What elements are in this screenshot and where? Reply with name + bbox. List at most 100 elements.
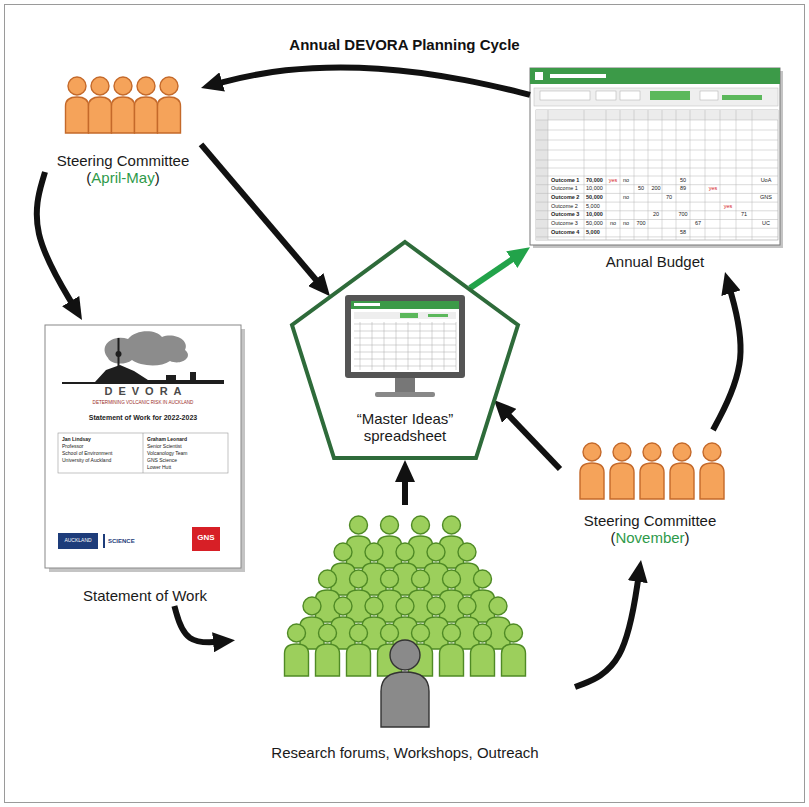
table-cell: no bbox=[623, 178, 629, 184]
table-cell: yes bbox=[724, 204, 733, 210]
table-cell: Outcome 3 bbox=[551, 221, 578, 227]
budget-sheet bbox=[530, 68, 783, 248]
logo-text: AUCKLAND bbox=[64, 538, 91, 543]
monitor-icon bbox=[345, 295, 465, 397]
table-cell: 70 bbox=[666, 195, 672, 201]
cycle-arrow bbox=[174, 606, 225, 642]
table-cell: 50,000 bbox=[586, 221, 603, 227]
frame bbox=[5, 5, 805, 803]
research-forums: Research forums, Workshops, Outreach bbox=[235, 505, 575, 765]
table-cell: 50,000 bbox=[586, 195, 603, 201]
table-cell: 71 bbox=[741, 212, 747, 218]
cycle-arrow bbox=[713, 282, 741, 430]
person-icon bbox=[440, 624, 464, 676]
logo-text: GNS bbox=[197, 534, 214, 542]
person-icon bbox=[378, 570, 402, 622]
person-icon bbox=[424, 597, 448, 649]
person-icon bbox=[112, 77, 135, 133]
text-part: ) bbox=[155, 169, 160, 186]
person-icon bbox=[378, 516, 402, 568]
node-label: Steering Committee (November) bbox=[575, 512, 725, 546]
table-cell: GNS bbox=[760, 195, 772, 201]
node-label: Statement of Work bbox=[83, 587, 207, 604]
table-cell: yes bbox=[609, 178, 618, 184]
document-text: Professor bbox=[62, 444, 83, 449]
node-label: Research forums, Workshops, Outreach bbox=[271, 744, 538, 761]
person-icon bbox=[347, 570, 371, 622]
cycle-arrow bbox=[470, 253, 522, 288]
cycle-arrow bbox=[211, 68, 530, 95]
person-icon bbox=[331, 543, 355, 595]
document-text: Lower Hutt bbox=[147, 465, 171, 470]
document-text: DETERMINING VOLCANIC RISK IN AUCKLAND bbox=[93, 401, 194, 406]
person-icon bbox=[700, 443, 724, 499]
table-cell: Outcome 3 bbox=[551, 212, 579, 218]
document-text: Statement of Work for 2022-2023 bbox=[89, 414, 197, 421]
annual-budget: Annual Budget bbox=[530, 66, 780, 272]
person-icon bbox=[502, 624, 526, 676]
person-icon bbox=[670, 443, 694, 499]
table-cell: 700 bbox=[678, 212, 687, 218]
table-cell: 5,000 bbox=[586, 230, 600, 236]
person-icon bbox=[381, 640, 429, 727]
document-text: University of Auckland bbox=[62, 458, 111, 463]
table-cell: 50 bbox=[638, 186, 644, 192]
table-cell: no bbox=[610, 221, 616, 227]
person-icon bbox=[440, 516, 464, 568]
table-cell: Outcome 4 bbox=[551, 230, 579, 236]
table-cell: yes bbox=[709, 186, 718, 192]
person-icon bbox=[347, 516, 371, 568]
person-icon bbox=[362, 543, 386, 595]
table-cell: 58 bbox=[680, 230, 686, 236]
person-icon bbox=[89, 77, 112, 133]
table-cell: Outcome 2 bbox=[551, 204, 578, 210]
person-icon bbox=[486, 597, 510, 649]
person-icon bbox=[455, 543, 479, 595]
person-icon bbox=[409, 516, 433, 568]
document-text: Jan Lindsay bbox=[62, 437, 91, 442]
person-icon bbox=[424, 543, 448, 595]
cycle-arrow bbox=[402, 470, 408, 505]
diagram-title: Annual DEVORA Planning Cycle bbox=[0, 36, 809, 53]
table-cell: 70,000 bbox=[586, 178, 603, 184]
steering-committee: Steering Committee (April-May) bbox=[45, 70, 201, 190]
document-text: Volcanology Team bbox=[147, 451, 188, 456]
table-cell: UoA bbox=[761, 178, 772, 184]
table-cell: 89 bbox=[680, 186, 686, 192]
person-icon bbox=[409, 570, 433, 622]
document-text: Senior Scientist bbox=[147, 444, 182, 449]
table-cell: 10,000 bbox=[586, 186, 603, 192]
table-cell: 5,000 bbox=[586, 204, 600, 210]
node-label: “Master Ideas” spreadsheet bbox=[330, 410, 480, 444]
document-text: School of Environment bbox=[62, 451, 112, 456]
cycle-arrow bbox=[501, 407, 560, 469]
table-cell: Outcome 1 bbox=[551, 186, 578, 192]
table-cell: 10,000 bbox=[586, 212, 603, 218]
table-cell: no bbox=[623, 195, 629, 201]
person-icon bbox=[440, 570, 464, 622]
table-cell: UC bbox=[762, 221, 770, 227]
person-icon bbox=[455, 597, 479, 649]
table-cell: 50 bbox=[680, 178, 686, 184]
table-cell: 67 bbox=[695, 221, 701, 227]
table-cell: 700 bbox=[636, 221, 645, 227]
person-icon bbox=[135, 77, 158, 133]
person-icon bbox=[347, 624, 371, 676]
person-icon bbox=[331, 597, 355, 649]
document-text: Graham Leonard bbox=[147, 437, 187, 442]
cycle-arrow bbox=[201, 144, 324, 288]
table-cell: Outcome 2 bbox=[551, 195, 579, 201]
table-cell: Outcome 1 bbox=[551, 178, 579, 184]
document-text: GNS Science bbox=[147, 458, 177, 463]
person-icon bbox=[362, 597, 386, 649]
person-icon bbox=[300, 597, 324, 649]
logo-text: SCIENCE bbox=[108, 538, 135, 544]
statement-document bbox=[45, 325, 245, 572]
cycle-arrow bbox=[575, 570, 640, 687]
document-text: DEVORA bbox=[104, 386, 187, 397]
person-icon bbox=[285, 624, 309, 676]
node-label: Annual Budget bbox=[606, 253, 704, 270]
person-icon bbox=[316, 570, 340, 622]
person-icon bbox=[580, 443, 604, 499]
table-cell: 200 bbox=[651, 186, 660, 192]
